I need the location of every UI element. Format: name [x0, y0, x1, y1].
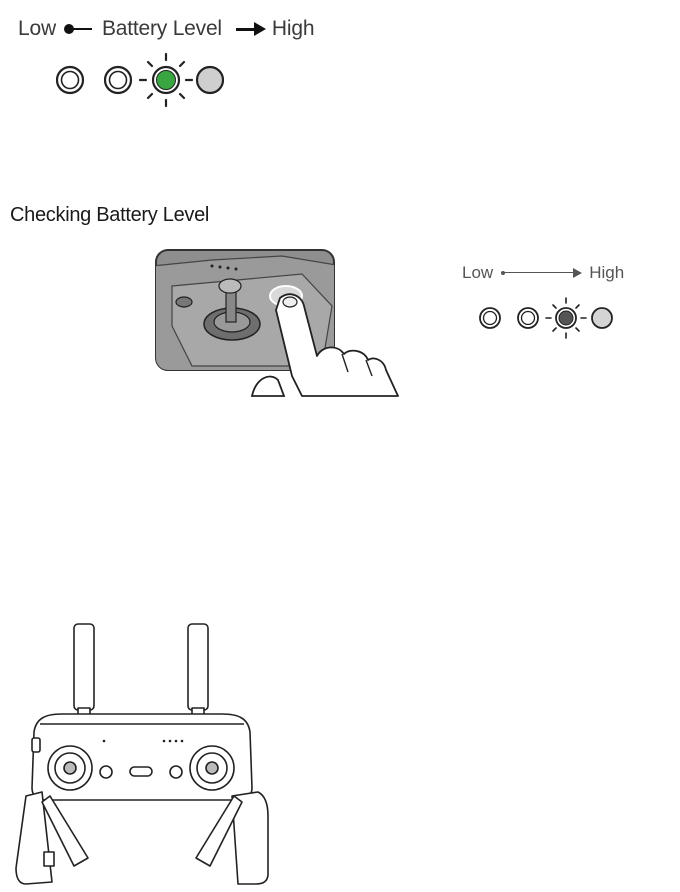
- arrow-right-icon: [236, 22, 266, 36]
- legend-small-high-label: High: [589, 263, 624, 283]
- battery-led-row-small: [476, 298, 636, 338]
- legend-small-low-label: Low: [462, 263, 493, 283]
- battery-led-small-1: [480, 308, 500, 328]
- legend-high-label: High: [272, 17, 314, 41]
- battery-led-small-2: [518, 308, 538, 328]
- battery-led-row: [52, 56, 232, 100]
- battery-led-3-blinking: [140, 54, 192, 106]
- arrow-right-icon: [501, 268, 583, 278]
- remote-controller-illustration: [12, 620, 272, 890]
- section-heading: Checking Battery Level: [10, 204, 209, 227]
- legend-title: Battery Level: [102, 17, 222, 41]
- battery-level-legend-small: Low High: [462, 262, 624, 284]
- hand-press-illustration: [152, 246, 422, 396]
- battery-led-small-4: [592, 308, 612, 328]
- battery-led-4: [197, 67, 223, 93]
- low-dot-marker: [64, 22, 92, 36]
- legend-low-label: Low: [18, 17, 56, 41]
- battery-led-small-3-blinking: [546, 298, 586, 338]
- battery-led-2: [105, 67, 131, 93]
- battery-led-1: [57, 67, 83, 93]
- battery-level-legend: Low Battery Level High: [18, 16, 314, 42]
